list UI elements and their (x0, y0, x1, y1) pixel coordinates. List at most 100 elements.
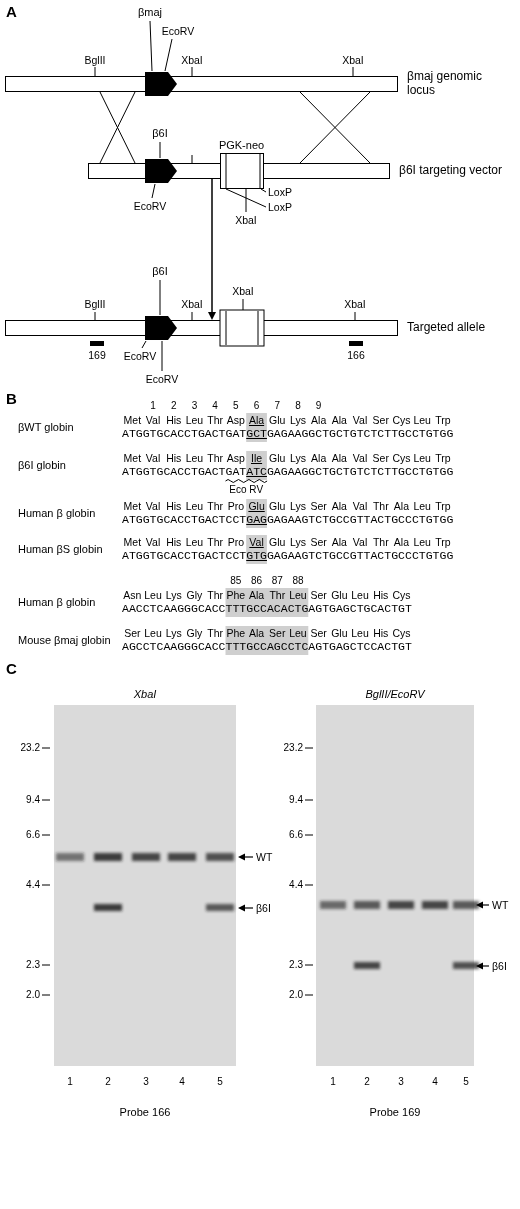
leader-line (152, 184, 155, 198)
dna-segment: ATGGTGCACCTGACTGAT (122, 427, 246, 440)
size-tick (305, 835, 313, 836)
size-tick (42, 995, 50, 996)
codon-number: 3 (192, 400, 198, 412)
panel-letter: B (6, 390, 17, 408)
amino-acid: Val (146, 452, 160, 464)
amino-acid: Thr (269, 589, 285, 601)
dna-segment: GAGAAGGCTGCTGTCTCTTGCCTGTGG (267, 427, 453, 440)
amino-acid: Ser (373, 414, 389, 426)
size-marker: 2.0 (289, 989, 303, 1001)
amino-acid: Cys (392, 589, 410, 601)
dna-segment: AGTGAGCTCCACTGT (308, 640, 412, 653)
amino-acid: Val (146, 536, 160, 548)
site-tick (355, 312, 356, 320)
blot-band (94, 904, 122, 911)
amino-acid: Thr (207, 452, 223, 464)
site-name: EcoRV (162, 25, 195, 37)
size-marker: 9.4 (289, 794, 303, 806)
amino-acid: Ala (332, 500, 347, 512)
site-name: LoxP (268, 201, 292, 213)
leader-line (261, 189, 266, 192)
lane-number: 5 (463, 1076, 469, 1088)
row-name: Human β globin (18, 596, 95, 609)
dna-sequence: AGCCTCAAGGGCACCTTTGCCAGCCTCAGTGAGCTCCACT… (122, 640, 412, 654)
amino-acid: Glu (248, 500, 264, 512)
dna-sequence: ATGGTGCACCTGACTCCTGTGGAGAAGTCTGCCGTTACTG… (122, 549, 453, 563)
amino-acid: Lys (290, 414, 306, 426)
amino-acid: His (166, 452, 181, 464)
lane-number: 4 (432, 1076, 438, 1088)
amino-acid: Ser (310, 627, 326, 639)
site-tick (95, 67, 96, 76)
size-tick (42, 835, 50, 836)
leader-line (243, 299, 244, 310)
codon-number: 2 (171, 400, 177, 412)
crossover-line (100, 92, 135, 163)
dna-sequence: ATGGTGCACCTGACTGATATCGAGAAGGCTGCTGTCTCTT… (122, 465, 453, 479)
blot-band (453, 901, 479, 909)
dna-segment: TTTGCCACACTG (226, 602, 309, 615)
connector-line (211, 179, 213, 313)
size-tick (42, 748, 50, 749)
amino-acid: Ala (394, 500, 409, 512)
blot-band (388, 901, 414, 909)
lane-number: 2 (364, 1076, 370, 1088)
amino-acid: Leu (289, 589, 307, 601)
band-pointer-head (238, 905, 245, 912)
dna-segment: AGTGAGCTGCACTGT (308, 602, 412, 615)
restriction-site-wave (226, 480, 268, 483)
band-pointers (238, 854, 489, 970)
row-name: Human βS globin (18, 543, 103, 556)
blot-band (94, 853, 122, 861)
amino-acid: Glu (269, 536, 285, 548)
codon-number: 4 (212, 400, 218, 412)
amino-acid: Ala (311, 414, 326, 426)
codon-number: 9 (316, 400, 322, 412)
dna-segment: AACCTCAAGGGCACC (122, 602, 226, 615)
amino-acid: Ala (249, 627, 264, 639)
amino-acid: Val (146, 414, 160, 426)
amino-acid: Thr (207, 500, 223, 512)
amino-acid: Asp (227, 452, 245, 464)
dna-segment: AGCCTCAAGGGCACC (122, 640, 226, 653)
amino-acid: Val (249, 536, 263, 548)
size-marker: 23.2 (21, 742, 40, 754)
amino-acid: Lys (290, 500, 306, 512)
dna-segment: GAGAAGTCTGCCGTTACTGCCCTGTGG (267, 549, 453, 562)
amino-acid: Glu (269, 452, 285, 464)
amino-acid: Leu (413, 414, 431, 426)
site-name: EcoRV (134, 200, 167, 212)
loxp-site (258, 311, 259, 345)
site-name: XbaI (342, 54, 364, 66)
amino-acid: Leu (144, 589, 162, 601)
size-marker: 4.4 (26, 879, 40, 891)
size-tick (305, 748, 313, 749)
amino-acid: Lys (290, 536, 306, 548)
blot-band (206, 904, 234, 911)
size-marker: 2.0 (26, 989, 40, 1001)
dna-segment: ATGGTGCACCTGACTCCT (122, 513, 246, 526)
amino-acid: Thr (207, 589, 223, 601)
probe-name: 166 (347, 349, 365, 361)
site-name: XbaI (181, 54, 203, 66)
amino-acid: Glu (269, 500, 285, 512)
size-marker: 2.3 (26, 959, 40, 971)
amino-acid: Thr (207, 414, 223, 426)
band-pointer-head (476, 963, 483, 970)
codon-number: 85 (230, 575, 241, 587)
amino-acid: Phe (227, 589, 246, 601)
band-name: β6I (256, 902, 271, 915)
amino-acid: His (166, 414, 181, 426)
blot-band (320, 901, 346, 909)
size-marker: 4.4 (289, 879, 303, 891)
codon-number: 87 (272, 575, 283, 587)
loxp-site (226, 154, 227, 188)
crossover-line (100, 92, 135, 163)
amino-acid: Met (124, 536, 142, 548)
amino-acid: Ile (251, 452, 262, 464)
blot-membrane (316, 705, 474, 1066)
lane-number: 3 (143, 1076, 149, 1088)
band-name: WT (256, 851, 272, 864)
leader-line (142, 341, 146, 348)
loxp-site (260, 154, 261, 188)
